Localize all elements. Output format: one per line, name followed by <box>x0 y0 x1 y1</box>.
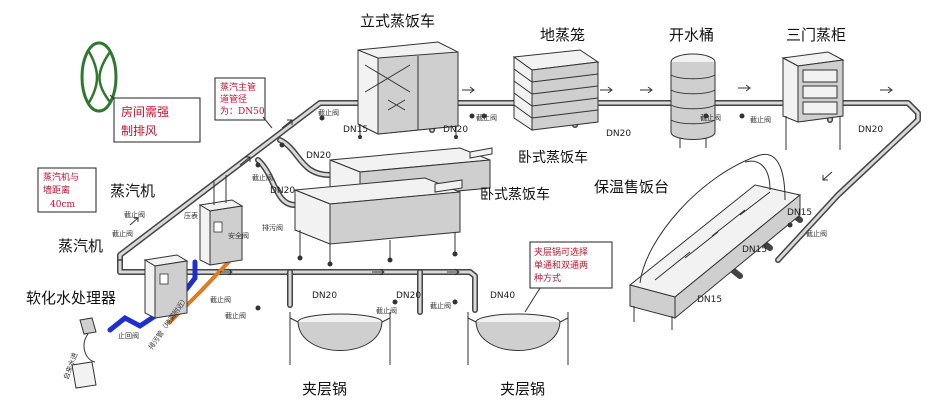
note-wall-line-1: 蒸汽机与 <box>43 171 79 183</box>
pipe-label-dn20-f: DN20 <box>312 291 337 301</box>
note-ventilation-line-1: 房间需强 <box>121 104 169 119</box>
note-jacket-line-3: 种方式 <box>534 272 561 284</box>
pipe-label-dn15-a: DN15 <box>343 125 368 135</box>
label-jacket-pot-1: 夹层锅 <box>302 380 347 398</box>
note-ventilation: 房间需强 制排风 <box>113 97 201 143</box>
pipe-label-dn20-g: DN20 <box>396 291 421 301</box>
steam-generator-2 <box>143 254 189 319</box>
pipe-label-dn20-a: DN20 <box>306 151 331 161</box>
jacket-pot-1 <box>289 312 391 365</box>
boiling-water-bucket <box>670 53 716 148</box>
jacket-pot-2 <box>467 312 569 365</box>
note-jacket-line-1: 夹层锅可选择 <box>534 246 588 258</box>
ground-steamer <box>512 49 600 131</box>
valve-markers <box>255 113 793 311</box>
valve-label-safety: 安全阀 <box>228 231 249 240</box>
valve-label-3: 截止阀 <box>700 113 721 122</box>
equipment-labels: 立式蒸饭车 地蒸笼 开水桶 三门蒸柜 卧式蒸饭车 卧式蒸饭车 保温售饭台 蒸汽机… <box>26 12 846 398</box>
label-ground-steamer: 地蒸笼 <box>540 26 585 44</box>
lying-steam-cart-2 <box>294 177 463 267</box>
note-main-pipe-line-2: 道管径 <box>220 93 247 105</box>
valve-label-9: 截止阀 <box>210 295 231 304</box>
standing-steam-cart <box>357 41 459 139</box>
steam-generator-1 <box>198 175 244 266</box>
pipe-label-dn20-b: DN20 <box>270 186 295 196</box>
note-wall-line-2: 墙距离 <box>43 184 70 196</box>
valve-label-drain: 排污阀 <box>262 223 283 232</box>
label-lying-cart-1: 卧式蒸饭车 <box>518 149 588 166</box>
pipe-label-dn20-d: DN20 <box>606 129 631 139</box>
label-steam-gen-2: 蒸汽机 <box>58 237 103 255</box>
valve-label-7: 截止阀 <box>112 229 133 238</box>
note-wall-distance: 蒸汽机与 墙距离 40cm <box>37 167 97 213</box>
label-steam-gen-1: 蒸汽机 <box>110 182 155 200</box>
pipe-label-dn20-c: DN20 <box>443 125 468 135</box>
note-main-pipe: 蒸汽主管 道管径 为：DN50 <box>214 77 273 129</box>
warm-serving-counter <box>628 153 802 330</box>
label-standing-cart: 立式蒸饭车 <box>360 12 435 30</box>
valve-label-6: 截止阀 <box>252 173 273 182</box>
note-ventilation-line-2: 制排风 <box>121 124 157 138</box>
valve-label-gauge: 压表 <box>184 211 198 220</box>
pipe-label-dn15-b: DN15 <box>787 208 812 218</box>
pipe-label-dn15-d: DN15 <box>697 295 722 305</box>
note-jacket-line-2: 单通和双通两 <box>534 259 588 271</box>
pipe-label-dn40: DN40 <box>490 291 515 301</box>
label-boiler-bucket: 开水桶 <box>669 26 714 44</box>
valve-label-10: 截止阀 <box>225 311 246 320</box>
label-jacket-pot-2: 夹层锅 <box>500 380 545 398</box>
valve-label-5: 截止阀 <box>806 229 827 238</box>
ventilation-fan-icon <box>80 41 129 113</box>
label-warm-counter: 保温售饭台 <box>594 178 669 196</box>
valve-label-check: 止回阀 <box>118 331 139 340</box>
pipe-label-dn15-c: DN15 <box>742 245 767 255</box>
valve-label-4: 截止阀 <box>750 115 771 124</box>
pipe-label-dn20-e: DN20 <box>858 125 883 135</box>
note-main-pipe-line-3: 为：DN50 <box>220 105 265 117</box>
label-softener: 软化水处理器 <box>26 289 116 307</box>
water-softener <box>71 317 97 389</box>
three-door-cabinet <box>781 51 845 150</box>
valve-label-12: 截止阀 <box>430 301 451 310</box>
label-lying-cart-2: 卧式蒸饭车 <box>480 186 550 203</box>
flow-arrows <box>129 84 893 276</box>
note-wall-line-3: 40cm <box>50 200 75 210</box>
valve-label-11: 截止阀 <box>376 306 397 315</box>
valve-label-2: 截止阀 <box>476 113 497 122</box>
valve-label-1: 截止阀 <box>318 108 339 117</box>
pipe-size-labels: DN15 DN20 DN20 DN20 DN20 DN20 DN15 DN15 … <box>270 125 883 305</box>
valve-label-8: 截止阀 <box>124 210 145 219</box>
note-main-pipe-line-1: 蒸汽主管 <box>220 81 256 93</box>
note-jacket-pot: 夹层锅可选择 单通和双通两 种方式 <box>524 241 613 313</box>
label-three-door-cabinet: 三门蒸柜 <box>786 26 846 44</box>
